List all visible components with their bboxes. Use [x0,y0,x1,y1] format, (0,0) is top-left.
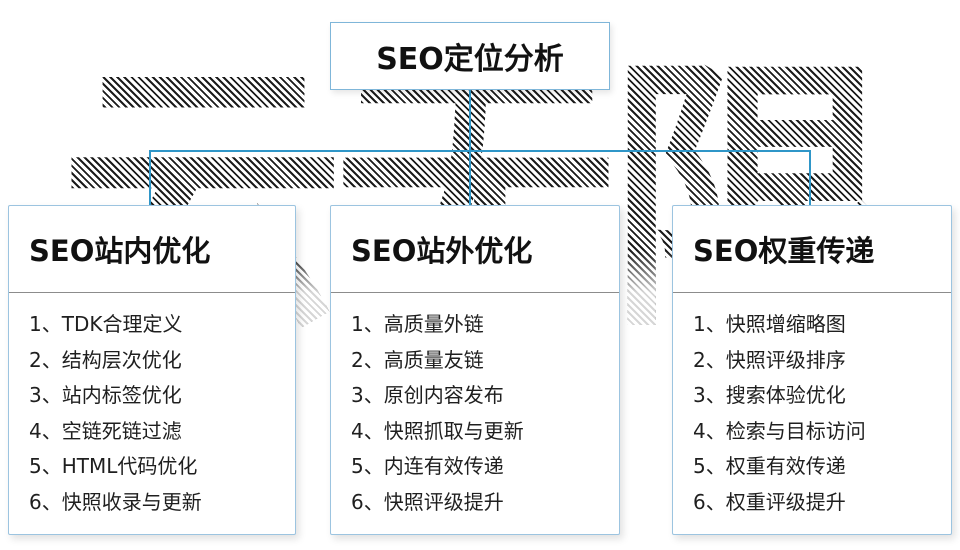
connector-line-right-vertical [809,150,811,206]
weight-transfer-box: SEO权重传递 1、快照增缩略图 2、快照评级排序 3、搜索体验优化 4、检索与… [672,205,952,535]
seo-analysis-title: SEO定位分析 [376,42,564,77]
list-item: 1、TDK合理定义 [29,312,183,336]
onsite-optimization-list: 1、TDK合理定义 2、结构层次优化 3、站内标签优化 4、空链死链过滤 5、H… [9,293,295,530]
list-item: 4、检索与目标访问 [693,418,866,443]
list-item: 5、内连有效传递 [351,454,504,478]
list-item: 1、快照增缩略图 [693,312,846,336]
onsite-optimization-header: SEO站内优化 [9,206,295,293]
list-item: 5、权重有效传递 [693,454,846,478]
connector-line-horizontal [150,150,811,152]
connector-line-left-vertical [149,150,151,206]
list-item: 6、权重评级提升 [693,489,846,514]
list-item: 5、HTML代码优化 [29,454,198,478]
offsite-optimization-box: SEO站外优化 1、高质量外链 2、高质量友链 3、原创内容发布 4、快照抓取与… [330,205,620,535]
onsite-optimization-box: SEO站内优化 1、TDK合理定义 2、结构层次优化 3、站内标签优化 4、空链… [8,205,296,535]
connector-line-middle-vertical [469,150,471,206]
connector-line-top-vertical [469,90,471,151]
weight-transfer-list: 1、快照增缩略图 2、快照评级排序 3、搜索体验优化 4、检索与目标访问 5、权… [673,293,951,530]
offsite-optimization-title: SEO站外优化 [351,234,533,268]
seo-analysis-node: SEO定位分析 [330,22,610,90]
list-item: 4、空链死链过滤 [29,418,182,443]
onsite-optimization-title: SEO站内优化 [29,234,211,268]
list-item: 3、站内标签优化 [29,383,182,407]
weight-transfer-title: SEO权重传递 [693,234,875,268]
list-item: 2、结构层次优化 [29,347,182,372]
list-item: 1、高质量外链 [351,312,484,336]
list-item: 4、快照抓取与更新 [351,418,524,443]
weight-transfer-header: SEO权重传递 [673,206,951,293]
offsite-optimization-list: 1、高质量外链 2、高质量友链 3、原创内容发布 4、快照抓取与更新 5、内连有… [331,293,619,530]
list-item: 2、快照评级排序 [693,347,846,372]
list-item: 3、搜索体验优化 [693,383,846,407]
offsite-optimization-header: SEO站外优化 [331,206,619,293]
list-item: 6、快照评级提升 [351,489,504,514]
list-item: 2、高质量友链 [351,347,484,372]
list-item: 6、快照收录与更新 [29,489,202,514]
list-item: 3、原创内容发布 [351,383,504,407]
